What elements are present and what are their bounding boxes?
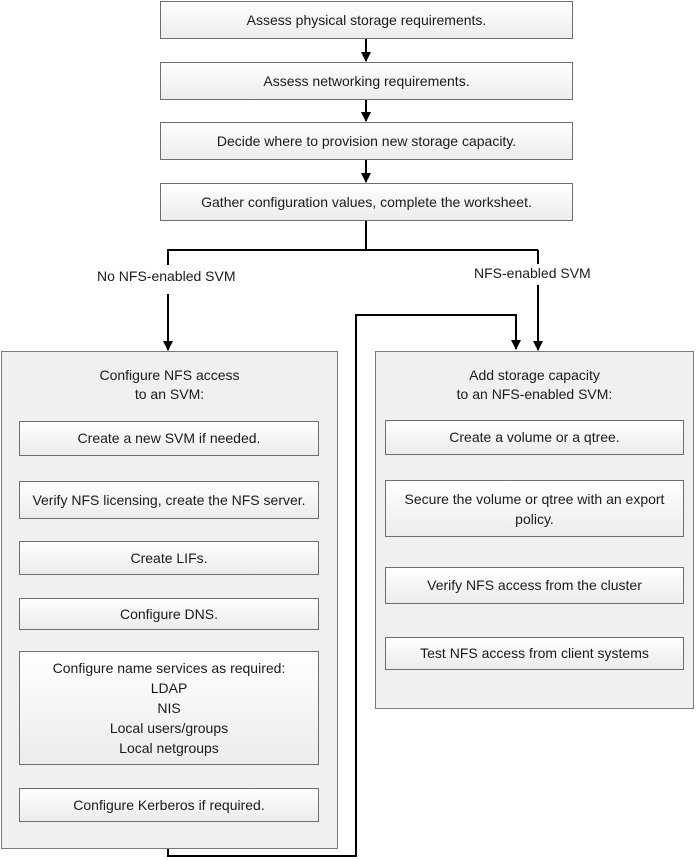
panel-title-line-2: to an SVM:	[134, 386, 205, 402]
panel-title-configure-nfs: Configure NFS access to an SVM:	[2, 366, 337, 404]
step-create-lifs: Create LIFs.	[19, 541, 319, 575]
step-configure-name-services: Configure name services as required: LDA…	[19, 651, 319, 765]
step-configure-dns: Configure DNS.	[19, 598, 319, 630]
step-assess-storage: Assess physical storage requirements.	[160, 1, 573, 39]
step-configure-kerberos: Configure Kerberos if required.	[19, 788, 319, 822]
secure-step-line-1: Secure the volume or qtree with an expor…	[404, 490, 665, 507]
step-gather-config: Gather configuration values, complete th…	[160, 183, 573, 221]
panel-title-line-1: Add storage capacity	[469, 367, 600, 383]
name-service-local-netgroups: Local netgroups	[119, 740, 219, 756]
step-decide-provision: Decide where to provision new storage ca…	[160, 122, 573, 160]
panel-title-line-1: Configure NFS access	[99, 367, 240, 383]
step-assess-networking: Assess networking requirements.	[160, 62, 573, 100]
panel-title-add-storage: Add storage capacity to an NFS-enabled S…	[376, 366, 693, 404]
name-service-nis: NIS	[157, 700, 181, 716]
branch-split-line	[167, 221, 367, 265]
name-service-local-users-groups: Local users/groups	[109, 720, 229, 736]
step-test-nfs-access-clients: Test NFS access from client systems	[385, 637, 684, 670]
branch-label-nfs-svm: NFS-enabled SVM	[474, 265, 591, 281]
step-create-svm: Create a new SVM if needed.	[19, 421, 319, 456]
step-verify-nfs-access-cluster: Verify NFS access from the cluster	[385, 567, 684, 604]
branch-label-no-nfs-svm: No NFS-enabled SVM	[97, 268, 236, 284]
panel-title-line-2: to an NFS-enabled SVM:	[456, 386, 613, 402]
step-verify-nfs-licensing: Verify NFS licensing, create the NFS ser…	[19, 481, 319, 519]
step-create-volume-qtree: Create a volume or a qtree.	[385, 420, 684, 455]
name-service-ldap: LDAP	[150, 680, 188, 696]
loop-connector	[167, 314, 521, 857]
name-services-heading: Configure name services as required:	[52, 660, 286, 676]
step-secure-volume-export-policy: Secure the volume or qtree with an expor…	[385, 480, 684, 537]
secure-step-line-2: policy.	[515, 510, 554, 527]
